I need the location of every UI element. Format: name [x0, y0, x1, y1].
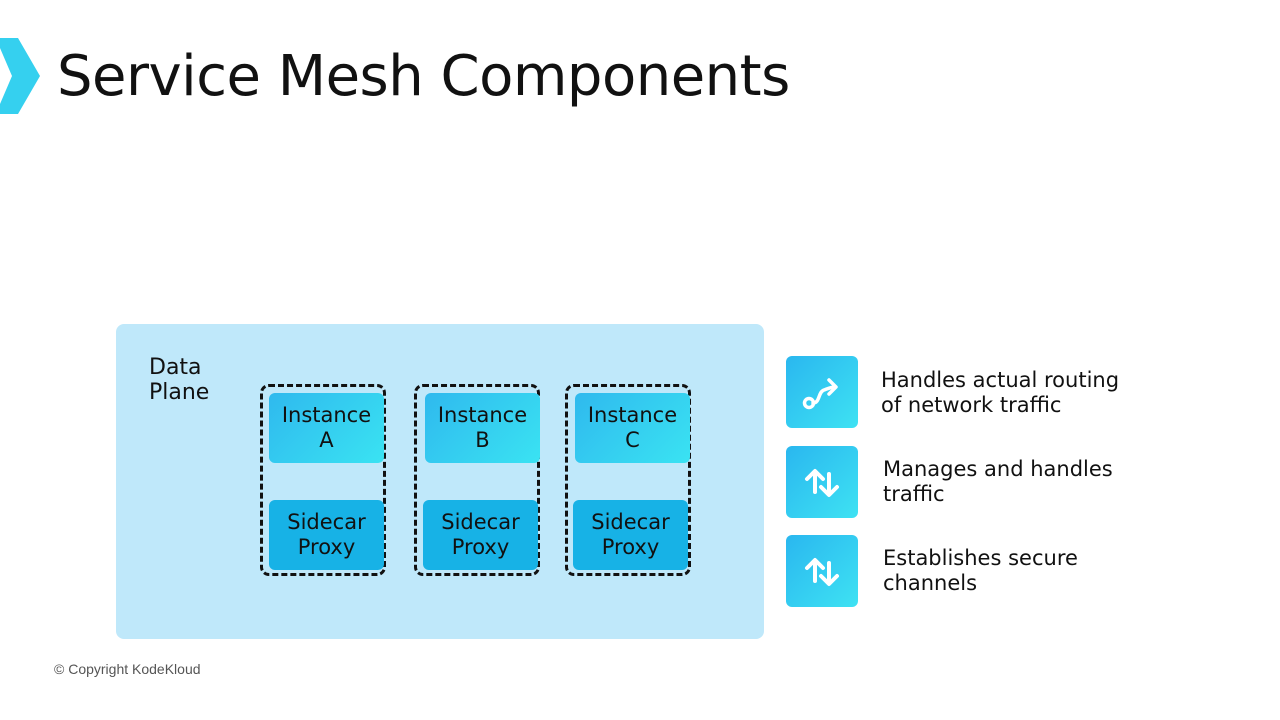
- data-plane-panel: [116, 324, 764, 639]
- swap-arrows-icon: [805, 558, 839, 586]
- copyright-footer: © Copyright KodeKloud: [54, 661, 201, 677]
- route-icon: [802, 378, 838, 410]
- swap-arrows-icon-tile-1: [786, 446, 858, 518]
- route-icon-tile: [786, 356, 858, 428]
- data-plane-label: Data Plane: [149, 355, 210, 405]
- page-title: Service Mesh Components: [57, 44, 790, 109]
- swap-arrows-icon-tile-2: [786, 535, 858, 607]
- chevron-logo-icon: [0, 38, 40, 114]
- swap-arrows-icon: [805, 469, 839, 497]
